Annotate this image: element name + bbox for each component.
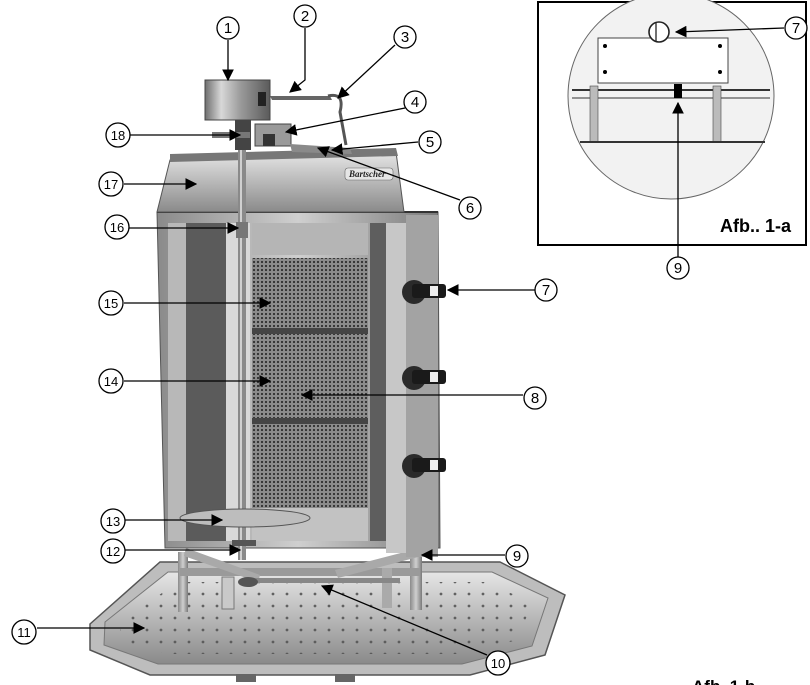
- control-knobs: [402, 280, 446, 478]
- motor-unit: [204, 79, 352, 154]
- callout-9: 9: [505, 544, 529, 568]
- callout-7: 7: [534, 278, 558, 302]
- svg-text:14: 14: [104, 374, 118, 389]
- svg-text:3: 3: [401, 29, 409, 46]
- svg-text:10: 10: [491, 656, 505, 671]
- callout-badges: 1 2 3 4 5 6 7 8: [11, 4, 558, 676]
- callout-2: 2: [293, 4, 317, 28]
- svg-text:1: 1: [224, 20, 232, 37]
- drip-tray: [89, 561, 566, 682]
- callout-12: 12: [100, 538, 126, 564]
- control-knob: [402, 454, 446, 478]
- cabinet: [156, 211, 441, 557]
- svg-text:13: 13: [106, 514, 120, 529]
- inset-caption: Afb.. 1-a: [720, 216, 792, 236]
- callout-16: 16: [104, 214, 130, 240]
- callout-14: 14: [98, 368, 124, 394]
- callout-11: 11: [11, 619, 37, 645]
- svg-text:9: 9: [674, 260, 682, 277]
- inset-callout-9: 9: [666, 256, 690, 280]
- callout-4: 4: [403, 90, 427, 114]
- callout-8: 8: [523, 386, 547, 410]
- svg-text:7: 7: [792, 20, 800, 37]
- svg-text:7: 7: [542, 282, 550, 299]
- svg-text:4: 4: [411, 94, 419, 111]
- svg-text:9: 9: [513, 548, 521, 565]
- detail-inset: 7 9 Afb.. 1-a: [537, 0, 808, 280]
- svg-text:8: 8: [531, 390, 539, 407]
- callout-13: 13: [100, 508, 126, 534]
- svg-text:6: 6: [466, 200, 474, 217]
- svg-text:15: 15: [104, 296, 118, 311]
- callout-5: 5: [418, 130, 442, 154]
- callout-10: 10: [485, 650, 511, 676]
- svg-text:5: 5: [426, 134, 434, 151]
- control-knob: [402, 280, 446, 304]
- svg-text:2: 2: [301, 8, 309, 25]
- callout-6: 6: [458, 196, 482, 220]
- svg-text:17: 17: [104, 177, 118, 192]
- callout-17: 17: [98, 171, 124, 197]
- svg-text:12: 12: [106, 544, 120, 559]
- frame-legs: [178, 548, 422, 612]
- control-knob: [402, 366, 446, 390]
- inset-callout-7: 7: [784, 16, 808, 40]
- svg-text:16: 16: [110, 220, 124, 235]
- top-hood: Bartscher: [156, 148, 405, 213]
- svg-text:11: 11: [17, 625, 31, 640]
- gyros-machine: Bartscher: [89, 79, 566, 682]
- callout-18: 18: [105, 122, 131, 148]
- callout-1: 1: [216, 16, 240, 40]
- callout-15: 15: [98, 290, 124, 316]
- figure-caption: Afb. 1-b: [692, 677, 755, 685]
- brand-label: Bartscher: [348, 169, 386, 179]
- callout-3: 3: [393, 25, 417, 49]
- leader-lines: [37, 28, 535, 656]
- inset-detail-drawing: [572, 21, 770, 143]
- svg-text:18: 18: [111, 128, 125, 143]
